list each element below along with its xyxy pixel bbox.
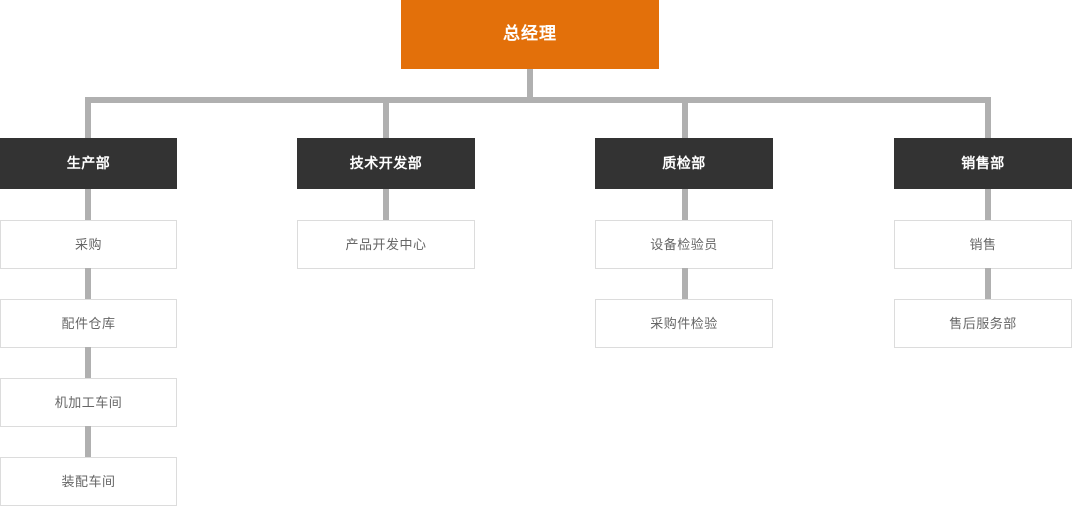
node-sub-product-development-center[interactable]: 产品开发中心 xyxy=(297,220,475,269)
connector-bus-to-dept-2 xyxy=(383,97,389,141)
node-sub-purchased-parts-inspection[interactable]: 采购件检验 xyxy=(595,299,773,348)
node-dept-2-label: 技术开发部 xyxy=(349,155,423,172)
node-sub-procurement[interactable]: 采购 xyxy=(0,220,177,269)
node-d3-c1-label: 设备检验员 xyxy=(650,236,718,252)
node-d4-c1-label: 销售 xyxy=(969,236,997,252)
node-dept-production[interactable]: 生产部 xyxy=(0,138,177,189)
node-sub-assembly-workshop[interactable]: 装配车间 xyxy=(0,457,177,506)
connector-root-drop xyxy=(527,69,533,103)
node-d3-c2-label: 采购件检验 xyxy=(650,315,718,331)
node-dept-quality-inspection[interactable]: 质检部 xyxy=(595,138,773,189)
node-root-general-manager[interactable]: 总经理 xyxy=(401,0,659,69)
node-sub-equipment-inspector[interactable]: 设备检验员 xyxy=(595,220,773,269)
connector-child-3-to-child-4 xyxy=(85,426,91,458)
node-sub-sales[interactable]: 销售 xyxy=(894,220,1072,269)
node-sub-parts-warehouse[interactable]: 配件仓库 xyxy=(0,299,177,348)
node-d1-c2-label: 配件仓库 xyxy=(61,315,116,331)
node-root-label: 总经理 xyxy=(503,24,557,44)
node-d1-c3-label: 机加工车间 xyxy=(54,394,123,410)
node-dept-sales[interactable]: 销售部 xyxy=(894,138,1072,189)
node-d1-c1-label: 采购 xyxy=(74,236,102,252)
node-dept-1-label: 生产部 xyxy=(66,155,111,172)
connector-bus-to-dept-3 xyxy=(682,97,688,141)
node-sub-after-sales-service[interactable]: 售后服务部 xyxy=(894,299,1072,348)
node-dept-3-label: 质检部 xyxy=(662,155,706,172)
connector-child-1-to-child-2 xyxy=(85,268,91,300)
node-d2-c1-label: 产品开发中心 xyxy=(345,236,427,252)
node-sub-machining-workshop[interactable]: 机加工车间 xyxy=(0,378,177,427)
connector-dept-1-to-child-1 xyxy=(85,189,91,221)
connector-bus-to-dept-1 xyxy=(85,97,91,141)
connector-child-2-to-child-3 xyxy=(85,347,91,379)
node-dept-technical-development[interactable]: 技术开发部 xyxy=(297,138,475,189)
connector-dept-4-child-1-to-child-2 xyxy=(985,268,991,300)
connector-bus-to-dept-4 xyxy=(985,97,991,141)
node-dept-4-label: 销售部 xyxy=(961,155,1005,172)
node-d1-c4-label: 装配车间 xyxy=(61,473,116,489)
connector-horizontal-bus xyxy=(85,97,991,103)
node-d4-c2-label: 售后服务部 xyxy=(949,315,1017,331)
connector-dept-4-to-child-1 xyxy=(985,189,991,221)
connector-dept-3-child-1-to-child-2 xyxy=(682,268,688,300)
connector-dept-2-to-child-1 xyxy=(383,189,389,221)
connector-dept-3-to-child-1 xyxy=(682,189,688,221)
